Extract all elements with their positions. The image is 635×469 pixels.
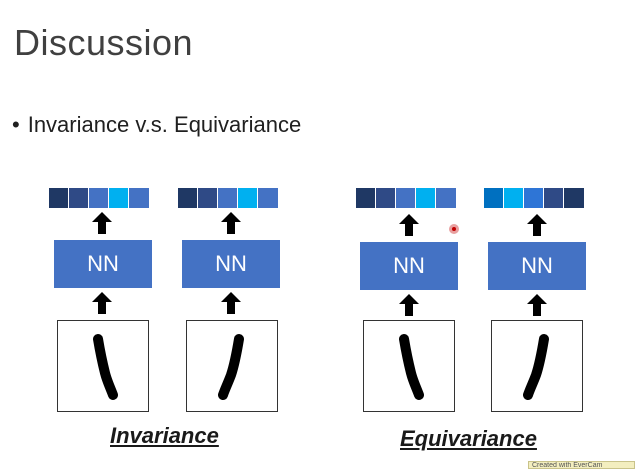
vector-cell [129,188,149,208]
output-vector-equivariance-left [356,188,456,208]
label-equivariance: Equivariance [400,426,537,451]
digit-image-invariance-right [186,320,278,412]
up-arrow-icon [221,292,241,314]
output-vector-invariance-left [49,188,149,208]
up-arrow-icon [399,214,419,236]
nn-box-invariance-right: NN [182,240,280,288]
bullet-dot-icon: • [12,112,20,137]
vector-cell [544,188,564,208]
up-arrow-icon [92,292,112,314]
digit-image-equivariance-left [363,320,455,412]
output-vector-equivariance-right [484,188,584,208]
vector-cell [376,188,396,208]
digit-image-invariance-left [57,320,149,412]
vector-cell [484,188,504,208]
vector-cell [396,188,416,208]
digit-one-icon [218,334,244,400]
bullet-text: Invariance v.s. Equivariance [27,112,302,137]
up-arrow-icon [221,212,241,234]
vector-cell [564,188,584,208]
vector-cell [49,188,69,208]
digit-one-icon [399,334,424,400]
vector-cell [356,188,376,208]
vector-cell [89,188,109,208]
vector-cell [69,188,89,208]
up-arrow-icon [399,294,419,316]
digit-one-icon [93,334,118,400]
vector-cell [524,188,544,208]
digit-one-icon [523,334,549,400]
vector-cell [109,188,129,208]
up-arrow-icon [527,294,547,316]
vector-cell [436,188,456,208]
label-invariance: Invariance [110,423,219,448]
nn-box-equivariance-right: NN [488,242,586,290]
vector-cell [258,188,278,208]
vector-cell [238,188,258,208]
bullet-item: • Invariance v.s. Equivariance [12,112,301,138]
digit-image-equivariance-right [491,320,583,412]
up-arrow-icon [92,212,112,234]
slide-title: Discussion [14,22,194,63]
watermark: Created with EverCam [528,461,635,469]
nn-box-equivariance-left: NN [360,242,458,290]
output-vector-invariance-right [178,188,278,208]
vector-cell [178,188,198,208]
vector-cell [218,188,238,208]
vector-cell [198,188,218,208]
up-arrow-icon [527,214,547,236]
vector-cell [504,188,524,208]
vector-cell [416,188,436,208]
mouse-pointer-icon [449,224,459,234]
nn-box-invariance-left: NN [54,240,152,288]
